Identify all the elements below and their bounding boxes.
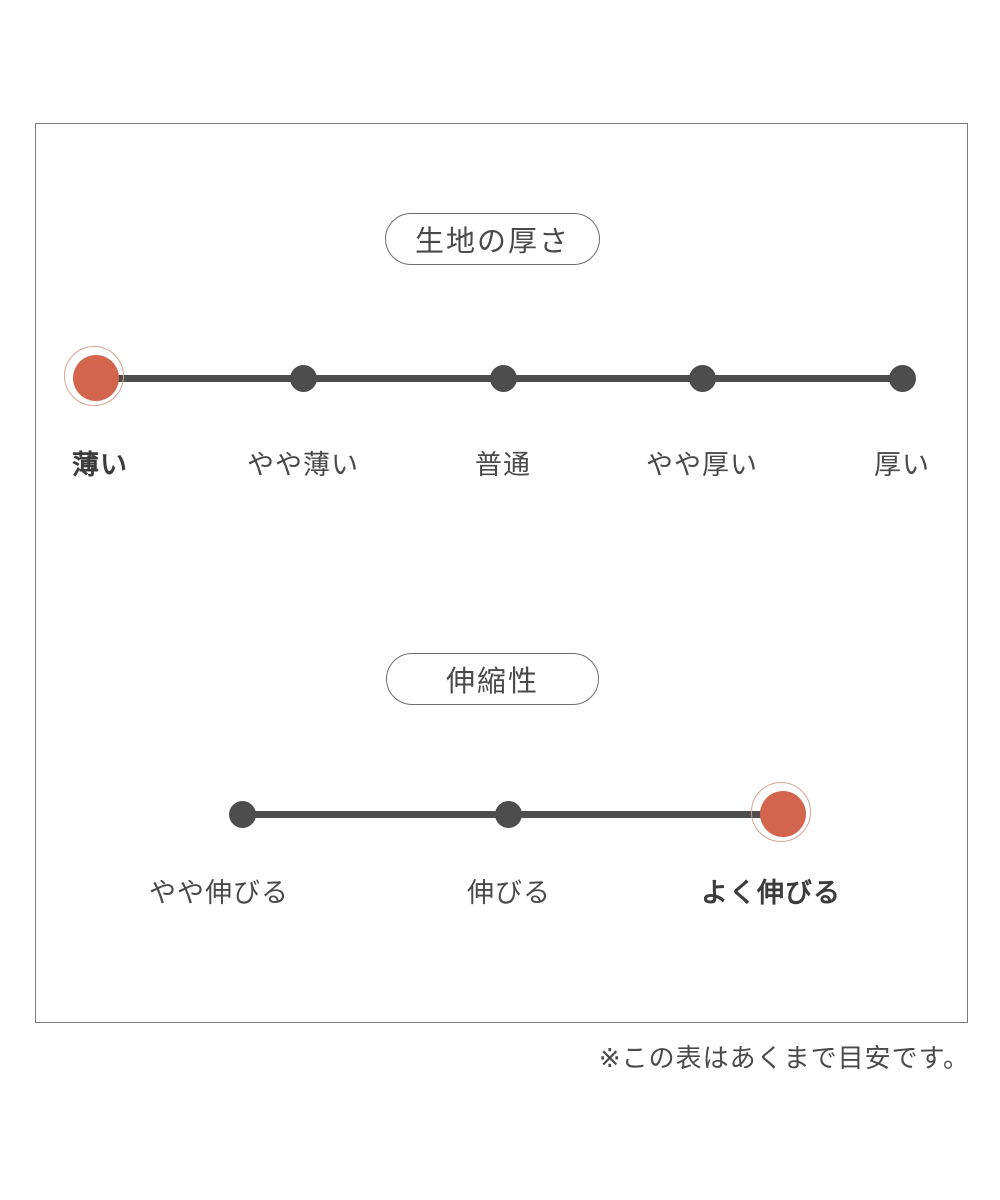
scale-label-thickness-1: やや薄い (247, 450, 359, 481)
scale-dot-stretch-0[interactable] (228, 800, 256, 828)
scale-label-stretch-0: やや伸びる (149, 878, 289, 909)
scale-dot-thickness-1[interactable] (289, 364, 317, 392)
section-badge-stretch: 伸縮性 (386, 653, 599, 705)
scale-label-stretch-1: 伸びる (467, 878, 551, 909)
scale-dot-thickness-4[interactable] (888, 364, 916, 392)
scale-label-stretch-2: よく伸びる (701, 878, 841, 909)
scale-dot-thickness-0[interactable] (64, 346, 124, 406)
scale-label-thickness-2: 普通 (475, 450, 531, 481)
scale-label-thickness-0: 薄い (72, 450, 128, 481)
scale-dot-thickness-2[interactable] (489, 364, 517, 392)
scale-label-thickness-3: やや厚い (646, 450, 758, 481)
footnote-text: ※この表はあくまで目安です。 (598, 1044, 970, 1074)
spec-table-frame (35, 123, 968, 1023)
scale-dot-stretch-2[interactable] (751, 782, 811, 842)
scale-label-thickness-4: 厚い (874, 450, 930, 481)
scale-dot-thickness-3[interactable] (688, 364, 716, 392)
scale-dot-stretch-1[interactable] (494, 800, 522, 828)
section-badge-thickness: 生地の厚さ (385, 213, 600, 265)
